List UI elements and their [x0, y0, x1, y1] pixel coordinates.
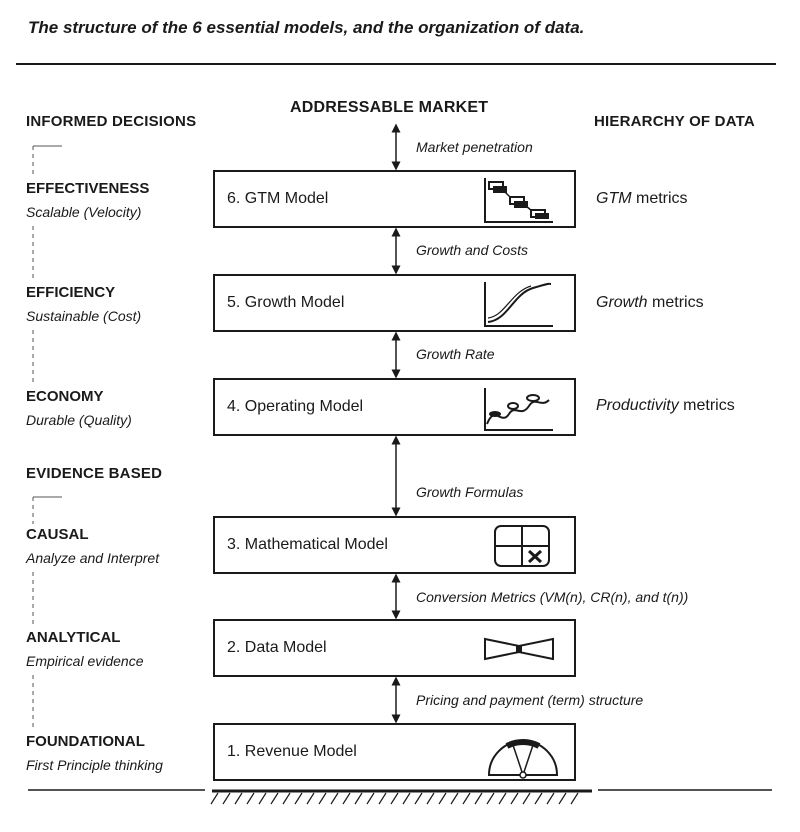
hatch-mark: [462, 792, 471, 805]
hatch-mark: [570, 792, 579, 805]
level-sub: Empirical evidence: [26, 653, 144, 669]
model-label: 5. Growth Model: [227, 294, 345, 311]
hatch-mark: [246, 792, 255, 805]
level-name: ECONOMY: [26, 388, 104, 405]
hatch-mark: [558, 792, 567, 805]
hatch-mark: [366, 792, 375, 805]
model-box-mathematical: 3. Mathematical Model: [213, 516, 576, 574]
level-name: EFFECTIVENESS: [26, 180, 150, 197]
header-addressable-market: ADDRESSABLE MARKET: [290, 99, 489, 116]
model-box-revenue: 1. Revenue Model: [213, 723, 576, 781]
hatch-mark: [546, 792, 555, 805]
metric-productivity: Productivity metrics: [596, 397, 735, 414]
hatch-mark: [498, 792, 507, 805]
hatch-mark: [258, 792, 267, 805]
hatch-mark: [402, 792, 411, 805]
title-divider: [16, 63, 776, 65]
level-sub: Durable (Quality): [26, 412, 132, 428]
connector-label: Conversion Metrics (VM(n), CR(n), and t(…: [416, 589, 689, 605]
grid-x-icon: [494, 525, 550, 567]
s-curve-icon: [484, 282, 553, 327]
bowtie-icon: [484, 637, 554, 661]
left-guide-caps: [33, 145, 62, 498]
model-box-gtm: 6. GTM Model: [213, 170, 576, 228]
model-label: 3. Mathematical Model: [227, 536, 388, 553]
hatch-mark: [486, 792, 495, 805]
ground-line: [28, 789, 772, 793]
connector-label: Pricing and payment (term) structure: [416, 692, 644, 708]
connector-label: Growth Formulas: [416, 484, 524, 500]
model-label: 4. Operating Model: [227, 398, 364, 415]
model-box-growth: 5. Growth Model: [213, 274, 576, 332]
hatch-mark: [534, 792, 543, 805]
header-evidence-based: EVIDENCE BASED: [26, 465, 163, 482]
gantt-icon: [484, 178, 553, 223]
level-sub: Scalable (Velocity): [26, 204, 142, 220]
hatch-mark: [318, 792, 327, 805]
hatch-mark: [426, 792, 435, 805]
hatch-mark: [306, 792, 315, 805]
hatch-mark: [222, 792, 231, 805]
level-sub: Sustainable (Cost): [26, 308, 142, 324]
metric-gtm: GTM metrics: [596, 190, 688, 207]
hatch-mark: [234, 792, 243, 805]
hatch-mark: [294, 792, 303, 805]
model-box-data: 2. Data Model: [213, 619, 576, 677]
connector-label: Growth and Costs: [416, 242, 529, 258]
model-label: 1. Revenue Model: [227, 743, 357, 760]
hatch-mark: [510, 792, 519, 805]
hatch-mark: [270, 792, 279, 805]
model-label: 2. Data Model: [227, 639, 327, 656]
model-box-operating: 4. Operating Model: [213, 378, 576, 436]
level-name: FOUNDATIONAL: [26, 733, 145, 750]
hatch-mark: [414, 792, 423, 805]
hatch-mark: [210, 792, 219, 805]
hatch-mark: [342, 792, 351, 805]
hatch-mark: [474, 792, 483, 805]
header-informed-decisions: INFORMED DECISIONS: [26, 113, 197, 130]
level-name: ANALYTICAL: [26, 629, 121, 646]
hatch-mark: [522, 792, 531, 805]
hatch-mark: [438, 792, 447, 805]
level-name: EFFICIENCY: [26, 284, 116, 301]
hatch-mark: [354, 792, 363, 805]
level-sub: Analyze and Interpret: [26, 550, 160, 566]
model-label: 6. GTM Model: [227, 190, 329, 207]
hatch-mark: [378, 792, 387, 805]
header-hierarchy-of-data: HIERARCHY OF DATA: [594, 113, 755, 130]
wave-chart-icon: [484, 388, 553, 431]
connector-label: Growth Rate: [416, 346, 495, 362]
diagram-title: The structure of the 6 essential models,…: [28, 18, 585, 37]
ground-hatching: [210, 792, 579, 805]
metric-growth: Growth metrics: [596, 294, 704, 311]
hatch-mark: [450, 792, 459, 805]
hatch-mark: [282, 792, 291, 805]
connector-label: Market penetration: [416, 139, 533, 155]
hatch-mark: [330, 792, 339, 805]
hatch-mark: [390, 792, 399, 805]
level-sub: First Principle thinking: [26, 757, 163, 773]
level-name: CAUSAL: [26, 526, 89, 543]
gauge-icon: [487, 739, 559, 779]
